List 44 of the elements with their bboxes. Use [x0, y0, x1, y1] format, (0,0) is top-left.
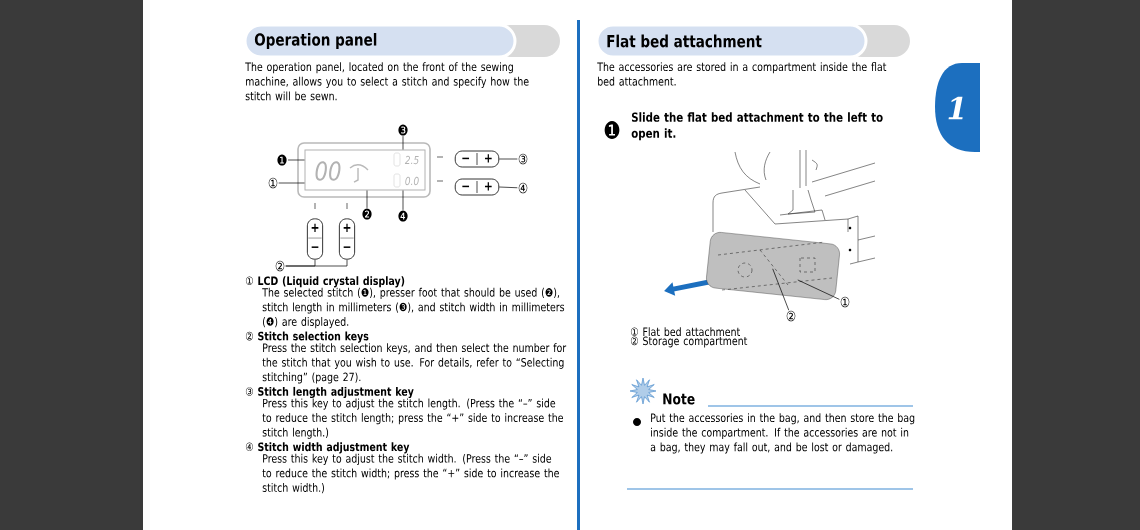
- callout-number: ②: [786, 310, 796, 322]
- step-number: ❶: [604, 121, 620, 139]
- part-name: ② Storage compartment: [630, 336, 748, 348]
- leader-line: [285, 259, 348, 267]
- lcd-display: 00 2.5 0.0: [297, 142, 431, 198]
- chapter-tab: 1: [935, 63, 980, 152]
- item-text: Press this key to adjust the stitch length. (Press the “–” side to reduce the stitch length; press the “+” side to increase the stitch length.): [262, 398, 563, 439]
- key-button: + −: [338, 218, 356, 260]
- callout-number: ③: [518, 153, 528, 165]
- callout-number: ①: [268, 177, 278, 189]
- item-text: Press this key to adjust the stitch width. (Press the “–” side to reduce the stitch width; press the “+” side to increase the stitch width.): [262, 453, 559, 494]
- note-text: Put the accessories in the bag, and then store the bag inside the compartment. If the accessories are not in a bag, they may fall out, and be lost or damaged.: [650, 413, 915, 454]
- leader-line: [278, 182, 305, 184]
- callout-number: ❸: [398, 124, 408, 136]
- callout-number: ❹: [398, 210, 408, 222]
- section-heading: Operation panel: [243, 23, 560, 59]
- callout-number: ❶: [277, 154, 287, 166]
- callout-number: ④: [518, 182, 528, 194]
- note-heading: Note: [663, 393, 695, 405]
- item-heading: ③ Stitch length adjustment key: [245, 386, 414, 399]
- leader-line: [402, 135, 404, 150]
- item-text: The selected stitch (❶), presser foot that should be used (❷), stitch length in millimeters (❸), and stitch width in millimeters (❹) are displayed.: [262, 287, 565, 329]
- intro-text: The operation panel, located on the front of the sewing machine, allows you to select a stitch and specify how the stitch will be sewn.: [245, 62, 529, 101]
- key-button: + −: [306, 218, 324, 260]
- intro-text: The accessories are stored in a compartment inside the flat bed attachment.: [597, 62, 887, 86]
- leader-line: [402, 190, 404, 211]
- item-text: Press the stitch selection keys, and then select the number for the stitch that you wish to use. For details, refer to “Selecting stitching” (page 27).: [262, 343, 567, 384]
- part-name: ① Flat bed attachment: [630, 327, 740, 337]
- key-button: − +: [454, 178, 500, 196]
- leader-line: [772, 268, 790, 311]
- leader-line: [498, 186, 518, 189]
- callout-number: ❷: [362, 208, 372, 220]
- callout-number: ①: [840, 296, 850, 308]
- callout-number: ②: [275, 260, 285, 272]
- item-heading: ④ Stitch width adjustment key: [245, 442, 410, 454]
- step-text: Slide the flat bed attachment to the left to open it.: [631, 112, 883, 141]
- key-button: − +: [454, 150, 500, 168]
- leader-line: [287, 159, 305, 161]
- flat-bed-box: [706, 232, 840, 300]
- item-heading: ② Stitch selection keys: [245, 331, 369, 343]
- leader-line: [366, 190, 368, 209]
- section-heading: Flat bed attachment: [595, 23, 910, 59]
- item-heading: ① LCD (Liquid crystal display): [245, 276, 405, 288]
- leader-line: [498, 158, 518, 160]
